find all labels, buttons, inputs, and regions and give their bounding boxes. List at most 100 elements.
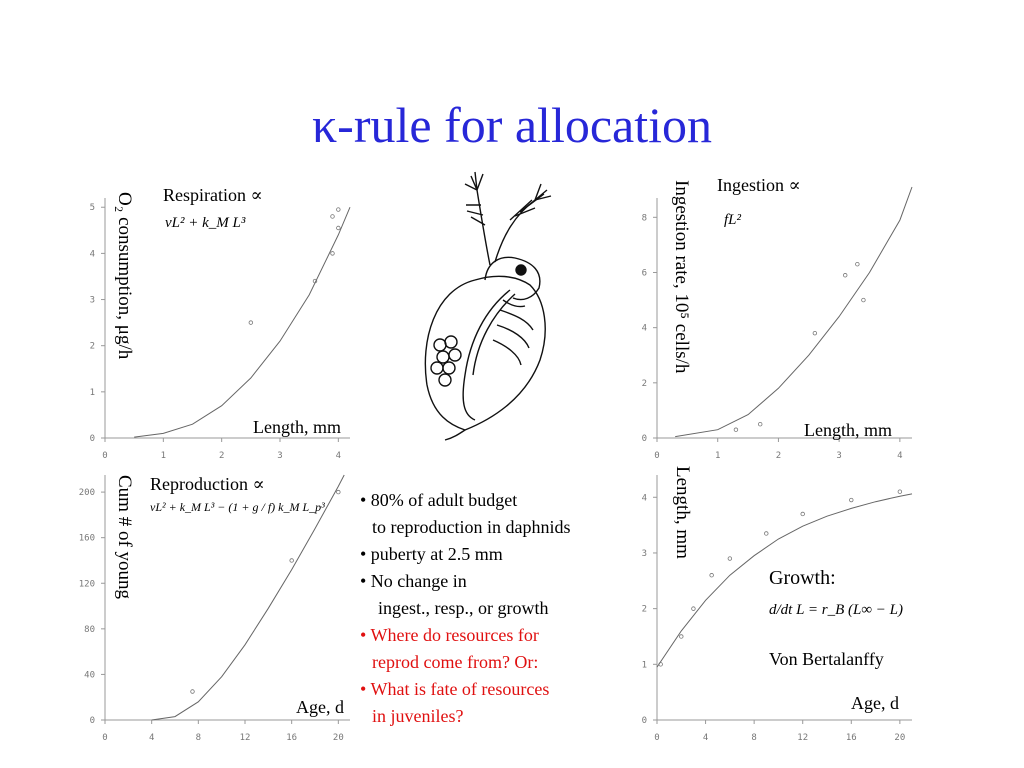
- model-curve: [656, 493, 913, 668]
- y-tick-label: 200: [79, 488, 95, 498]
- x-tick-label: 4: [149, 733, 154, 743]
- y-tick-label: 2: [90, 342, 95, 352]
- ingestion-formula: fL²: [724, 212, 742, 228]
- data-point: [812, 330, 818, 336]
- x-tick-label: 0: [654, 451, 659, 461]
- x-tick-label: 12: [240, 733, 251, 743]
- bullet-item: • No change in: [360, 571, 467, 591]
- model-curve: [675, 186, 913, 438]
- data-point: [843, 273, 848, 278]
- y-tick-label: 8: [642, 213, 647, 223]
- x-tick-label: 16: [846, 733, 857, 743]
- x-tick-label: 0: [654, 733, 659, 743]
- y-tick-label: 40: [84, 670, 95, 680]
- reproduction-ylabel: Cum # of young: [114, 475, 135, 600]
- data-point: [330, 251, 335, 256]
- growth-heading: Growth:: [769, 567, 836, 589]
- reproduction-heading: Reproduction ∝: [150, 474, 265, 494]
- data-point: [289, 558, 294, 563]
- y-tick-label: 120: [79, 579, 95, 589]
- data-point: [758, 422, 763, 427]
- y-tick-label: 80: [84, 625, 95, 635]
- data-point: [336, 489, 341, 495]
- y-tick-label: 2: [642, 605, 647, 615]
- data-point: [709, 573, 714, 578]
- x-tick-label: 20: [333, 733, 344, 743]
- bullet-list: • 80% of adult budget to reproduction in…: [360, 487, 630, 730]
- growth-formula: d/dt L = r_B (L∞ − L): [769, 602, 904, 618]
- x-tick-label: 2: [219, 451, 224, 461]
- reproduction-formula: vL² + k_M L³ − (1 + g / f) k_M L_p³: [150, 500, 325, 514]
- reproduction-xlabel: Age, d: [296, 697, 344, 717]
- growth-ylabel: Length, mm: [672, 466, 693, 559]
- ingestion-xlabel: Length, mm: [804, 420, 892, 440]
- x-tick-label: 16: [286, 733, 297, 743]
- x-tick-label: 3: [836, 451, 841, 461]
- y-tick-label: 4: [90, 249, 95, 259]
- data-point: [897, 489, 903, 494]
- bullet-item-question: • What is fate of resources: [360, 679, 550, 699]
- y-tick-label: 0: [642, 716, 647, 726]
- slide-title: κ-rule for allocation: [311, 97, 713, 153]
- bullet-item-question: reprod come from? Or:: [372, 652, 539, 672]
- data-point: [658, 662, 663, 667]
- y-tick-label: 3: [642, 549, 647, 559]
- respiration-ylabel: O₂ consumption, μg/h: [114, 192, 135, 360]
- y-tick-label: 0: [90, 716, 95, 726]
- y-tick-label: 6: [642, 268, 647, 278]
- y-tick-label: 4: [642, 324, 647, 334]
- growth-xlabel: Age, d: [851, 693, 899, 713]
- data-point: [733, 427, 739, 432]
- bullet-item: to reproduction in daphnids: [372, 517, 571, 537]
- x-tick-label: 12: [797, 733, 808, 743]
- x-tick-label: 3: [277, 451, 282, 461]
- bullet-item: • 80% of adult budget: [360, 490, 518, 510]
- respiration-xlabel: Length, mm: [253, 417, 341, 437]
- respiration-heading: Respiration ∝: [163, 185, 263, 205]
- x-tick-label: 8: [751, 733, 756, 743]
- data-point: [800, 511, 805, 517]
- x-tick-label: 0: [102, 733, 107, 743]
- data-point: [312, 278, 318, 284]
- x-tick-label: 1: [715, 451, 720, 461]
- model-curve: [151, 474, 345, 721]
- data-point: [691, 606, 696, 611]
- data-point: [764, 531, 769, 536]
- model-curve: [134, 207, 351, 438]
- x-tick-label: 8: [196, 733, 201, 743]
- growth-caption: Von Bertalanffy: [769, 649, 884, 669]
- x-tick-label: 4: [703, 733, 708, 743]
- respiration-formula: vL² + k_M L³: [165, 215, 246, 231]
- data-point: [855, 262, 860, 267]
- data-point: [727, 556, 733, 561]
- ingestion-heading: Ingestion ∝: [717, 175, 801, 195]
- x-tick-label: 0: [102, 451, 107, 461]
- data-point: [861, 297, 866, 303]
- data-point: [330, 214, 335, 219]
- data-point: [679, 634, 684, 639]
- bullet-item: • puberty at 2.5 mm: [360, 544, 503, 564]
- data-point: [849, 497, 854, 503]
- y-tick-label: 0: [90, 434, 95, 444]
- ingestion-ylabel: Ingestion rate, 10⁵ cells/h: [671, 180, 692, 374]
- data-point: [336, 207, 341, 212]
- data-point: [248, 320, 254, 325]
- x-tick-label: 4: [897, 451, 902, 461]
- y-tick-label: 1: [642, 660, 647, 670]
- bullet-item-question: • Where do resources for: [360, 625, 539, 645]
- y-tick-label: 4: [642, 493, 647, 503]
- daphnia-drawing-icon: [424, 171, 552, 441]
- data-point: [336, 225, 341, 231]
- x-tick-label: 2: [776, 451, 781, 461]
- bullet-item: ingest., resp., or growth: [378, 598, 549, 618]
- x-tick-label: 20: [894, 733, 905, 743]
- x-tick-label: 4: [336, 451, 341, 461]
- y-tick-label: 1: [90, 388, 95, 398]
- x-tick-label: 1: [161, 451, 166, 461]
- y-tick-label: 2: [642, 379, 647, 389]
- y-tick-label: 3: [90, 296, 95, 306]
